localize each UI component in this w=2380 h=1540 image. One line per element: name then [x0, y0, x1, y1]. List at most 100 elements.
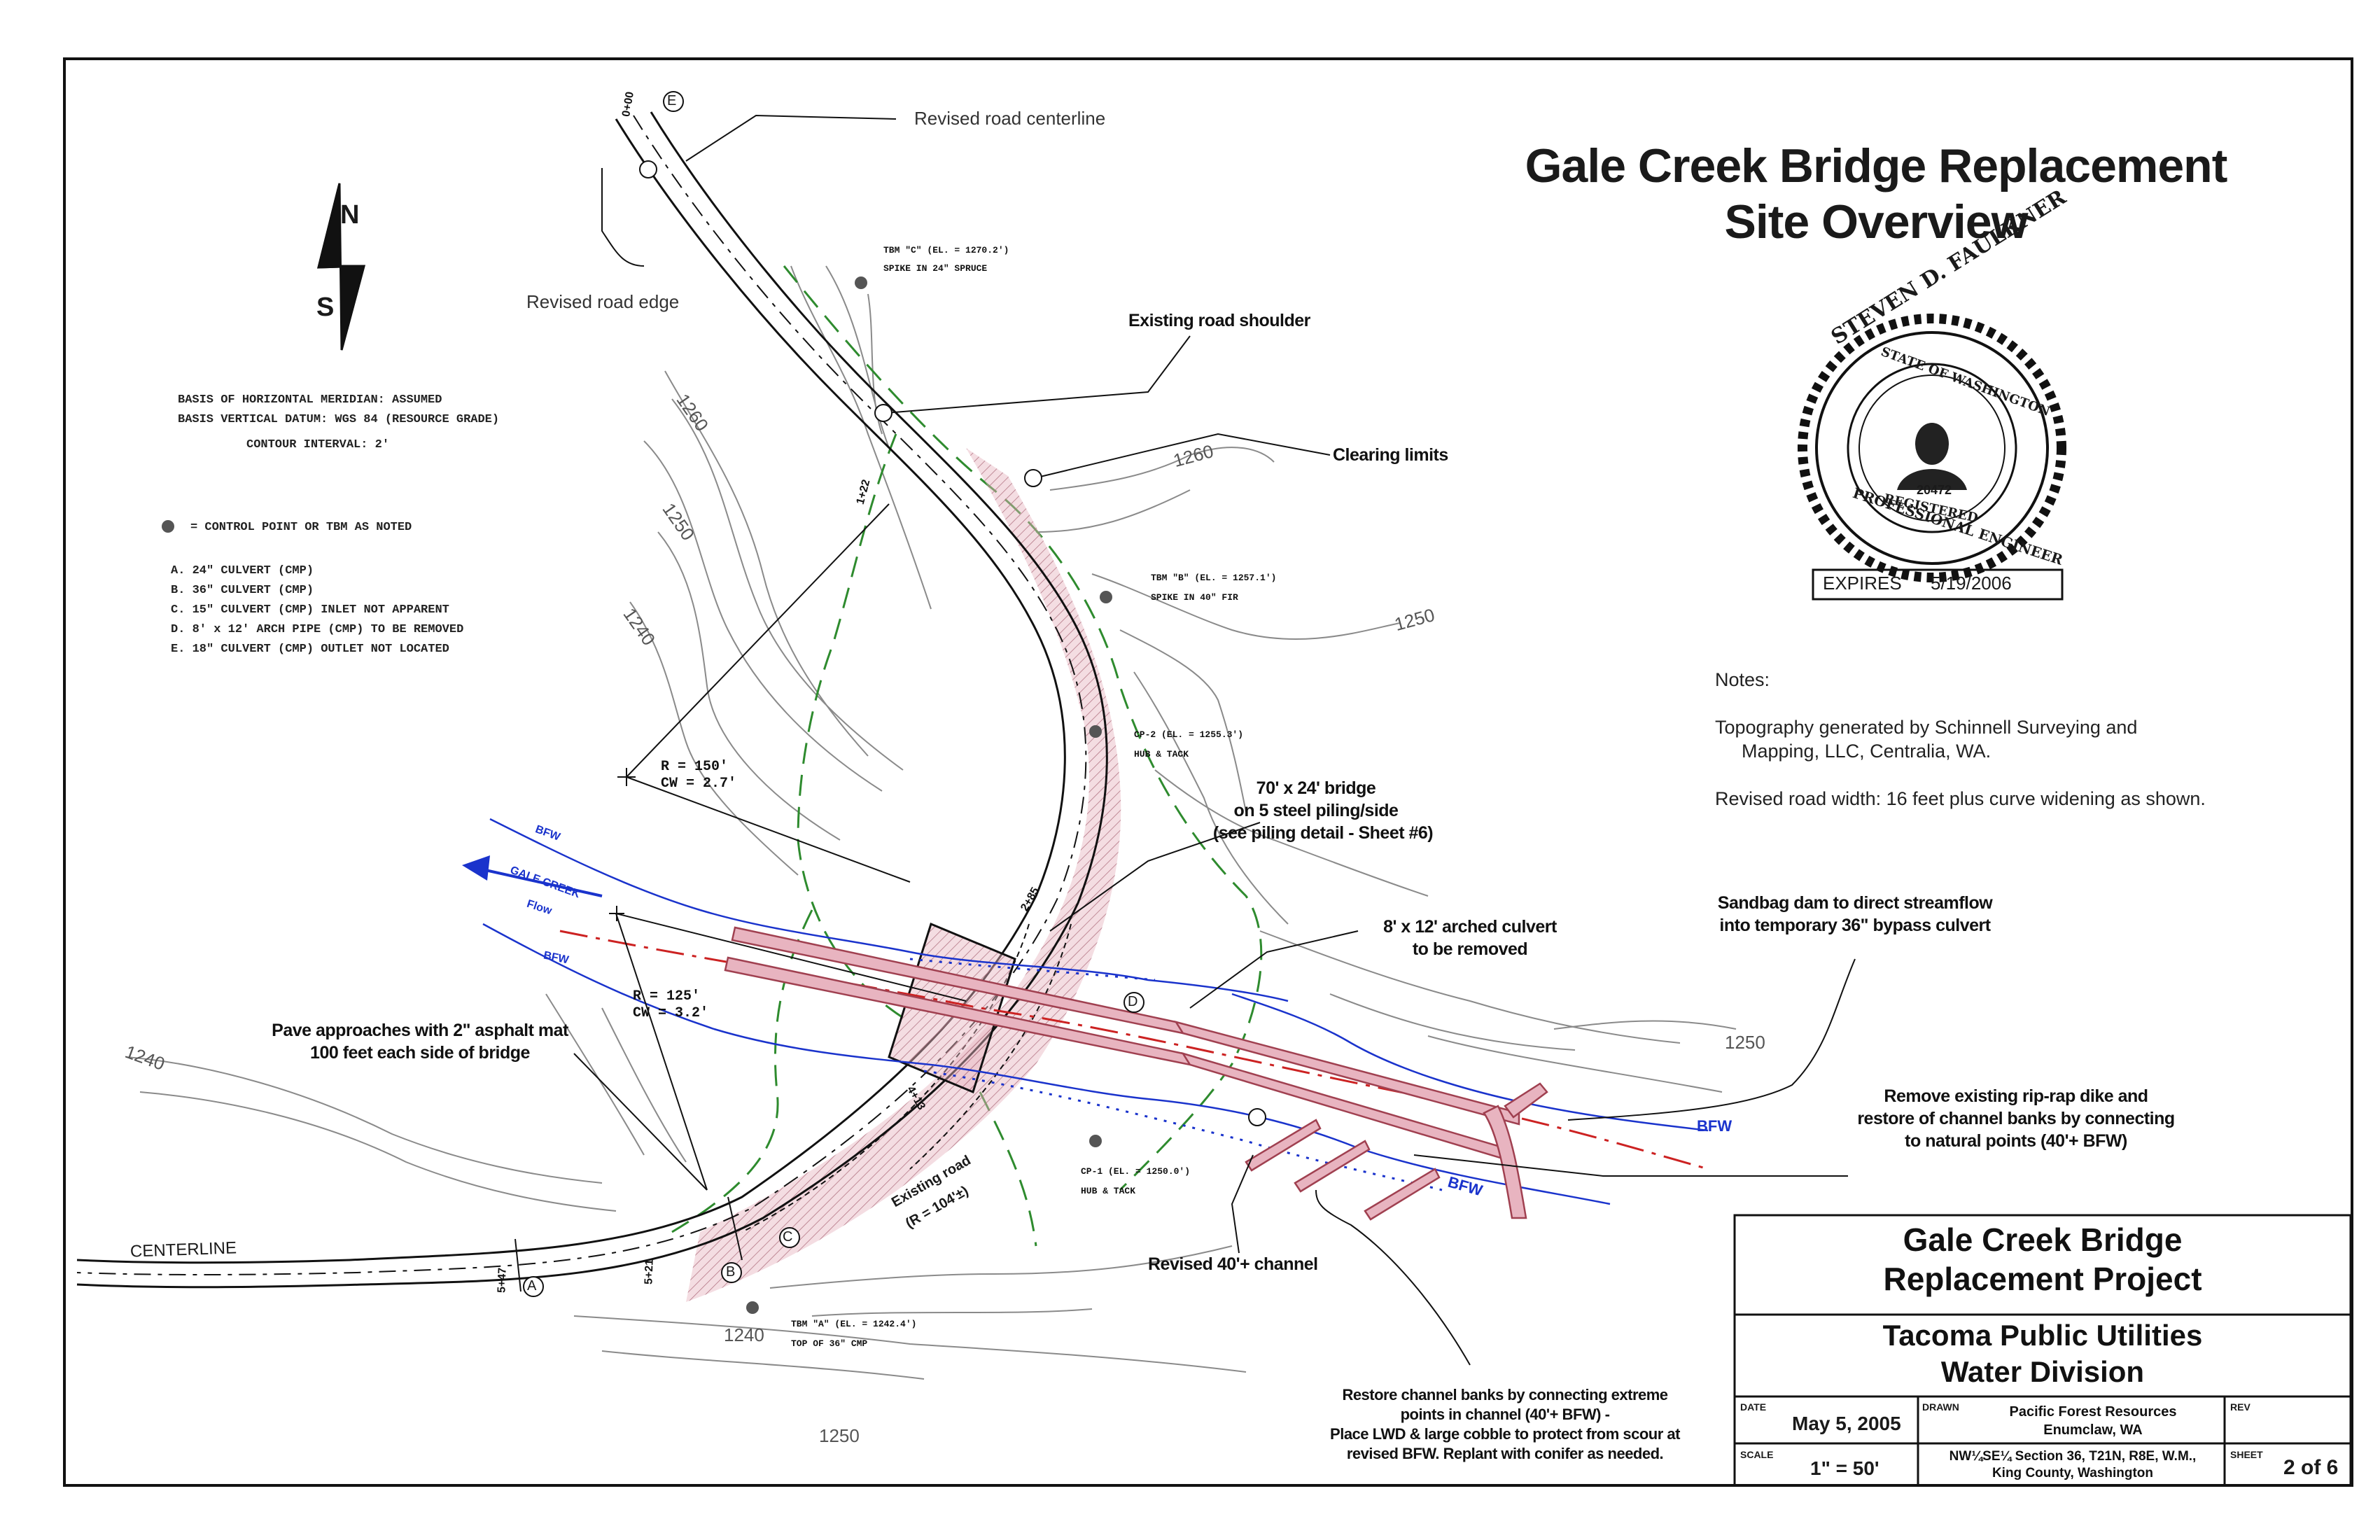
- callout-sandbag-line2: into temporary 36" bypass culvert: [1719, 916, 1991, 935]
- page-title-line2: Site Overview: [1724, 195, 2028, 248]
- flow-arrow-icon: [462, 855, 603, 897]
- north-arrow-icon: [317, 183, 365, 351]
- curve1-radius: R = 150': [661, 759, 729, 775]
- engineer-seal: [1798, 314, 2066, 582]
- tbm-c-line2: SPIKE IN 24" SPRUCE: [883, 263, 988, 274]
- culvert-letter-d: D: [1128, 994, 1138, 1009]
- contour-interval: CONTOUR INTERVAL: 2': [246, 438, 390, 451]
- legend-item-d: D. 8' x 12' ARCH PIPE (CMP) TO BE REMOVE…: [171, 623, 464, 636]
- sheet-label: SHEET: [2230, 1449, 2263, 1460]
- callout-bridge-line1: 70' x 24' bridge: [1256, 778, 1376, 798]
- callout-restore-line2: points in channel (40'+ BFW) -: [1400, 1406, 1610, 1423]
- callout-pave-line1: Pave approaches with 2" asphalt mat: [272, 1021, 568, 1040]
- drawn-label: DRAWN: [1922, 1401, 1959, 1413]
- organization-line1: Tacoma Public Utilities: [1882, 1319, 2203, 1352]
- control-points: [162, 276, 1112, 1314]
- page-title-line1: Gale Creek Bridge Replacement: [1525, 139, 2228, 192]
- station-5: 5+47: [496, 1267, 509, 1294]
- creek-bfw-lines: [482, 818, 1709, 1205]
- centerline-label: CENTERLINE: [130, 1238, 237, 1261]
- control-point-icon: [855, 276, 867, 289]
- culvert-letter-b: B: [726, 1264, 736, 1280]
- expires-label: EXPIRES: [1823, 573, 1902, 594]
- project-name-line1: Gale Creek Bridge: [1903, 1222, 2183, 1258]
- title-block-frame: [1733, 1214, 2352, 1487]
- legend-item-b: B. 36" CULVERT (CMP): [171, 584, 314, 597]
- notes-heading: Notes:: [1715, 669, 1770, 690]
- date-value: May 5, 2005: [1792, 1413, 1901, 1434]
- callout-leaders: [573, 114, 1856, 1366]
- curve2-radius: R = 125': [633, 988, 701, 1004]
- legend-item-e: E. 18" CULVERT (CMP) OUTLET NOT LOCATED: [171, 643, 449, 656]
- road-edges: [76, 111, 1108, 1289]
- callout-sandbag-line1: Sandbag dam to direct streamflow: [1717, 893, 1993, 913]
- datum-horizontal: BASIS OF HORIZONTAL MERIDIAN: ASSUMED: [178, 393, 442, 407]
- construction-lines: [514, 503, 967, 1292]
- control-point-icon: [1100, 591, 1112, 603]
- tbm-b-line1: TBM "B" (EL. = 1257.1'): [1151, 573, 1277, 583]
- callout-riprap-line2: restore of channel banks by connecting: [1857, 1109, 2175, 1128]
- seal-number: 20472: [1917, 483, 1952, 497]
- cp2-line1: CP-2 (EL. = 1255.3'): [1134, 729, 1244, 740]
- contour-label: 1250: [1725, 1032, 1765, 1053]
- washington-portrait-icon: [1897, 423, 1967, 490]
- rev-label: REV: [2230, 1401, 2250, 1413]
- tbm-a-line1: TBM "A" (EL. = 1242.4'): [791, 1319, 917, 1329]
- project-name-line2: Replacement Project: [1883, 1261, 2202, 1297]
- datum-vertical: BASIS VERTICAL DATUM: WGS 84 (RESOURCE G…: [178, 413, 500, 426]
- culvert-pipes: [724, 926, 1548, 1221]
- sheet-border: [63, 57, 2353, 1487]
- scale-value: 1" = 50': [1810, 1457, 1879, 1479]
- location-line2: King County, Washington: [1991, 1466, 2154, 1480]
- bfw-label-right: BFW: [1697, 1117, 1732, 1135]
- callout-bridge-line3: (see piling detail - Sheet #6): [1212, 823, 1434, 843]
- date-label: DATE: [1740, 1401, 1767, 1413]
- callout-revised-edge: Revised road edge: [526, 291, 680, 312]
- expires-date: 5/19/2006: [1931, 573, 2012, 594]
- callout-revised-channel: Revised 40'+ channel: [1148, 1254, 1318, 1274]
- tbm-a-line2: TOP OF 36" CMP: [791, 1338, 868, 1349]
- culvert-letter-e: E: [667, 93, 677, 108]
- clearing-limits-lines: [671, 265, 1263, 1247]
- south-label: S: [316, 293, 335, 322]
- callout-restore-line4: revised BFW. Replant with conifer as nee…: [1346, 1445, 1664, 1462]
- legend-control-point: = CONTROL POINT OR TBM AS NOTED: [190, 521, 412, 534]
- legend-item-a: A. 24" CULVERT (CMP): [171, 564, 314, 578]
- callout-restore-line1: Restore channel banks by connecting extr…: [1342, 1386, 1668, 1404]
- callout-riprap-line3: to natural points (40'+ BFW): [1905, 1131, 2127, 1151]
- drawn-value-line1: Pacific Forest Resources: [2009, 1404, 2177, 1420]
- control-point-icon: [1089, 725, 1102, 738]
- organization-line2: Water Division: [1940, 1355, 2145, 1388]
- scale-label: SCALE: [1740, 1449, 1774, 1460]
- callout-riprap-line1: Remove existing rip-rap dike and: [1884, 1086, 2148, 1106]
- culvert-markers: [523, 91, 1266, 1297]
- curve2-cw: CW = 3.2': [633, 1005, 709, 1021]
- contour-label: 1240: [724, 1324, 764, 1345]
- tbm-b-line2: SPIKE IN 40" FIR: [1151, 592, 1238, 603]
- tbm-c-line1: TBM "C" (EL. = 1270.2'): [883, 245, 1009, 255]
- callout-culvert-line1: 8' x 12' arched culvert: [1383, 917, 1557, 937]
- note-1-line2: Mapping, LLC, Centralia, WA.: [1742, 741, 1991, 762]
- callout-revised-centerline: Revised road centerline: [914, 108, 1106, 129]
- culvert-letter-a: A: [527, 1278, 537, 1294]
- control-point-icon: [1089, 1135, 1102, 1147]
- callout-bridge-line2: on 5 steel piling/side: [1233, 801, 1399, 820]
- note-2: Revised road width: 16 feet plus curve w…: [1715, 788, 2206, 809]
- callout-clearing-limits: Clearing limits: [1333, 445, 1448, 465]
- callout-restore-line3: Place LWD & large cobble to protect from…: [1330, 1425, 1680, 1443]
- expires-box: [1812, 568, 2064, 601]
- north-label: N: [340, 200, 360, 230]
- control-point-legend-icon: [162, 520, 174, 533]
- curve1-cw: CW = 2.7': [661, 776, 737, 792]
- legend-item-c: C. 15" CULVERT (CMP) INLET NOT APPARENT: [171, 603, 449, 617]
- road-fill: [686, 448, 1121, 1302]
- callout-existing-shoulder: Existing road shoulder: [1128, 311, 1310, 330]
- sheet-value: 2 of 6: [2283, 1456, 2339, 1479]
- control-point-icon: [746, 1301, 759, 1314]
- culvert-letter-c: C: [783, 1229, 793, 1245]
- cp2-line2: HUB & TACK: [1134, 749, 1189, 760]
- cp1-line1: CP-1 (EL. = 1250.0'): [1081, 1166, 1191, 1177]
- callout-pave-line2: 100 feet each side of bridge: [310, 1043, 530, 1063]
